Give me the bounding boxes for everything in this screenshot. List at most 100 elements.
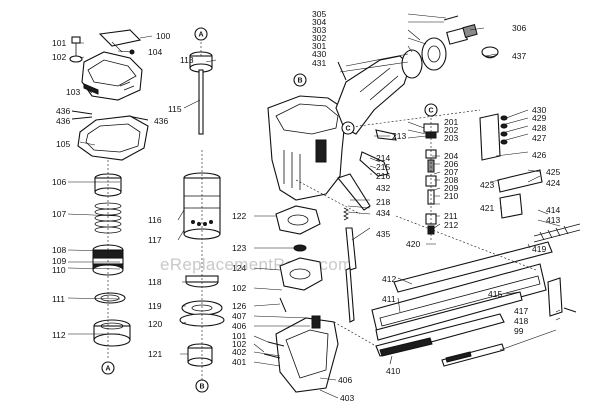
callout-403: 403 [340,393,354,403]
callout-116: 116 [148,215,162,225]
nose-assembly [275,315,339,393]
callout-428: 428 [532,123,546,133]
callout-107: 107 [52,209,66,219]
part-101-screw [71,36,81,56]
circle-ref-B-bottom: B [195,379,209,393]
callout-117: 117 [148,235,162,245]
part-126-screw [279,297,287,313]
part-117-ports [191,220,213,226]
callout-110: 110 [52,265,66,275]
part-102-washer [69,55,83,63]
circle-ref-A-bottom: A [101,361,115,375]
callout-99: 99 [514,326,524,336]
callout-203: 203 [444,133,458,143]
callout-430: 430 [532,105,546,115]
callout-105: 105 [56,139,70,149]
callout-120: 120 [148,319,162,329]
callout-216: 216 [376,171,390,181]
circle-ref-B-mid: B [293,73,307,87]
svg-text:B: B [298,78,303,85]
callout-436: 436 [154,116,168,126]
circle-ref-C-mid: C [341,121,355,135]
part-432-safety [337,173,371,211]
callout-304: 304 [312,17,326,27]
callout-109: 109 [52,256,66,266]
callout-100: 100 [156,31,170,41]
callout-201: 201 [444,117,458,127]
part-435-contact-arm [345,227,357,323]
part-213-trigger-lever [375,129,397,141]
callout-429: 429 [532,113,546,123]
part-415-magazine-body [371,263,547,337]
part-306-air-fitting [446,24,478,45]
callout-407: 407 [232,311,246,321]
callout-212: 212 [444,220,458,230]
part-99-label-strip [441,343,505,367]
callout-115: 115 [168,104,182,114]
callout-101: 101 [232,331,246,341]
part-124-base [279,257,323,291]
part-411-pusher [375,291,523,341]
part-115-driver-blade [198,69,204,135]
svg-text:A: A [106,366,111,373]
callout-209: 209 [444,183,458,193]
svg-text:C: C [346,126,351,133]
callout-306: 306 [512,23,526,33]
circle-ref-C-right: C [424,103,438,117]
callout-211: 211 [444,211,458,221]
part-305-screw [443,15,459,21]
callout-121: 121 [148,349,162,359]
callout-430: 430 [312,49,326,59]
part-112-seal [93,319,131,347]
watermark-text: eReplacementParts.com [160,255,352,274]
callout-123: 123 [232,243,246,253]
part-103-top-cap [81,51,143,101]
callout-437: 437 [512,51,526,61]
part-214-trigger [359,151,389,177]
callout-208: 208 [444,175,458,185]
part-100-cap-plate [98,29,142,47]
callout-418: 418 [514,316,528,326]
callout-427: 427 [532,133,546,143]
part-123-washer [293,244,307,252]
callout-406: 406 [338,375,352,385]
part-121-bumper [187,343,213,367]
svg-text:C: C [429,108,434,115]
callout-122: 122 [232,211,246,221]
callout-106: 106 [52,177,66,187]
callout-102: 102 [232,283,246,293]
part-122-gasket [275,205,321,235]
callout-302: 302 [312,33,326,43]
callout-414: 414 [546,205,560,215]
part-113-driver-head [189,51,213,73]
callout-402: 402 [232,347,246,357]
callout-420: 420 [406,239,420,249]
callout-215: 215 [376,162,390,172]
callout-417: 417 [514,306,528,316]
callout-406: 406 [232,321,246,331]
callout-113: 113 [180,55,194,65]
part-427-430-screws [500,115,508,145]
callout-104: 104 [148,47,162,57]
callout-labels: 100 101 102 104 103 436 436 436 105 106 … [52,9,560,403]
callout-111: 111 [52,294,65,304]
callout-436: 436 [56,106,70,116]
callout-206: 206 [444,159,458,169]
callout-401: 401 [232,357,246,367]
part-423-426-latch [479,113,543,219]
callout-410: 410 [386,366,400,376]
callout-108: 108 [52,245,66,255]
part-413-414-rods [533,223,581,243]
part-412-magazine-rail [393,241,553,293]
callout-305: 305 [312,9,326,19]
part-437-plug [481,46,499,59]
callout-421: 421 [480,203,494,213]
callout-426: 426 [532,150,546,160]
callout-102: 102 [52,52,66,62]
callout-435: 435 [376,229,390,239]
svg-text:A: A [199,32,204,39]
callout-101: 101 [52,38,66,48]
callout-118: 118 [148,277,162,287]
callout-423: 423 [480,180,494,190]
